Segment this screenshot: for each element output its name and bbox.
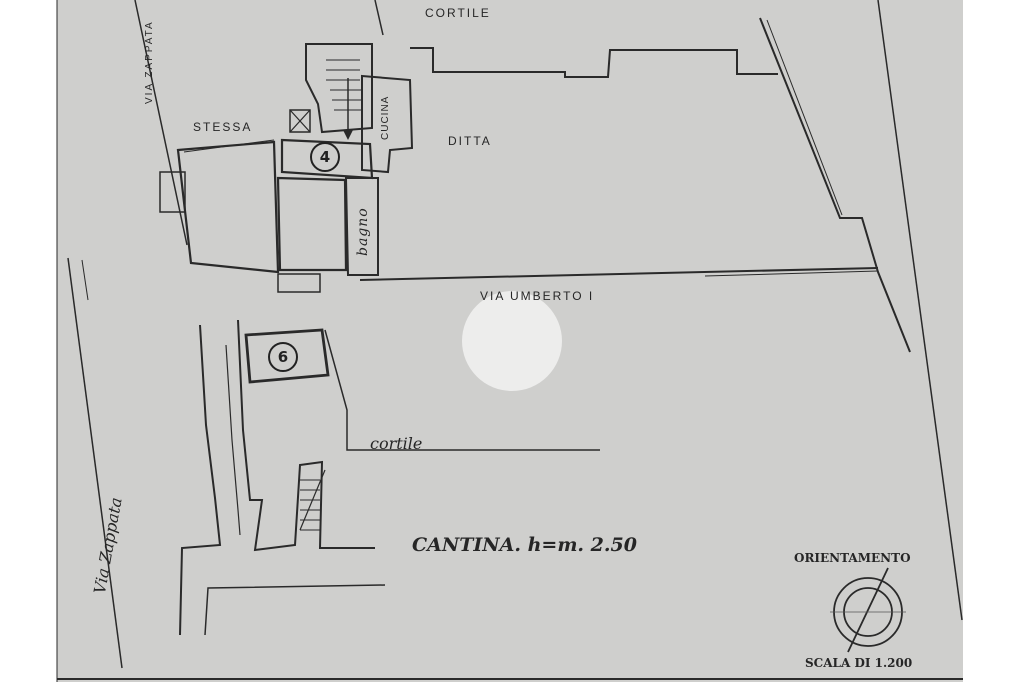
cortile-boundary [324,329,600,451]
unit-4-marker: 4 [310,142,340,172]
label-cucina: CUCINA [380,95,391,140]
label-stessa: STESSA [193,120,253,134]
compass-rose [830,567,906,653]
label-bagno: bagno [355,207,371,256]
stessa-wall [183,139,275,153]
via-umberto-frontage-2 [704,270,879,277]
building-outline [410,47,778,78]
label-cortile-top: CORTILE [425,6,491,20]
unit-6-marker: 6 [268,342,298,372]
front-balcony [277,273,321,293]
room-left [176,140,280,274]
via-zappata-left-edge [67,257,123,669]
via-umberto-frontage [359,267,879,281]
diagonal-boundary [759,17,911,353]
label-via-umberto: VIA UMBERTO I [480,289,595,303]
kitchen [361,74,414,174]
lower-building [204,584,386,636]
diagonal-boundary-inner [766,19,843,216]
label-scala: SCALA DI 1.200 [805,656,913,670]
via-zappata-edge [134,0,188,246]
via-zappata-left-edge-2 [81,259,89,301]
cellar-6-room [244,328,330,384]
lift-x-2 [289,109,311,133]
cortile-top-edge [374,0,384,36]
left-balcony [159,171,186,213]
stair-arrowhead [343,130,353,140]
bathroom [344,177,379,276]
stair-treads [326,59,362,111]
stair-block [305,43,373,134]
watermark-logo [462,291,562,391]
label-cortile-lower: cortile [370,434,423,453]
border-right-line [877,0,963,621]
room-middle [276,176,348,272]
label-via-zappata-top: VIA ZAPPATA [144,20,155,104]
cantina-inner [225,344,241,536]
cantina-outline [179,319,375,636]
cellar-stairs [300,479,320,531]
cellar-stair-diagonal [299,469,326,531]
label-orientamento: ORIENTAMENTO [794,551,911,565]
label-cantina: CANTINA. h=m. 2.50 [412,534,637,556]
lift-box [289,109,311,133]
label-ditta: DITTA [448,134,492,148]
